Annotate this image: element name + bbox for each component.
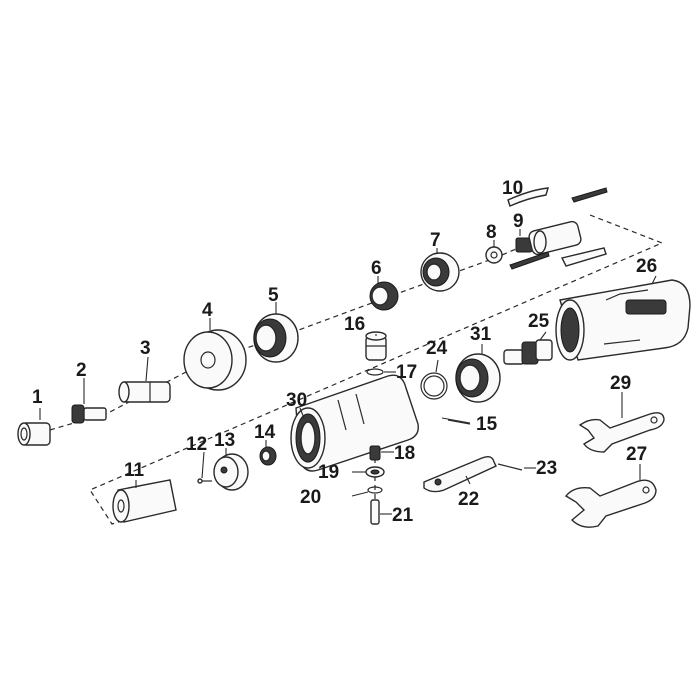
part-1-nut — [17, 422, 51, 446]
label-part-7: 7 — [430, 230, 441, 251]
part-10-vanes — [507, 187, 608, 270]
label-part-23: 23 — [536, 458, 557, 479]
label-part-25: 25 — [528, 311, 550, 332]
part-31-end-cap — [455, 353, 501, 403]
label-part-11: 11 — [124, 460, 145, 481]
label-part-26: 26 — [636, 256, 657, 277]
part-5-bearing-housing — [253, 313, 299, 363]
label-part-5: 5 — [268, 285, 279, 306]
part-4-ring — [183, 329, 247, 391]
label-part-15: 15 — [476, 414, 498, 435]
label-part-6: 6 — [371, 258, 382, 279]
part-3-spindle — [118, 381, 171, 403]
label-part-27: 27 — [626, 444, 647, 465]
label-part-20: 20 — [300, 487, 321, 508]
label-part-10: 10 — [502, 178, 523, 199]
part-23-pin — [497, 463, 523, 471]
part-19-seat — [365, 466, 385, 478]
part-14-bearing — [259, 446, 277, 466]
label-part-14: 14 — [254, 422, 276, 443]
label-part-21: 21 — [392, 505, 414, 526]
label-part-12: 12 — [186, 434, 207, 455]
part-29-wrench — [578, 412, 665, 453]
label-part-2: 2 — [76, 360, 87, 381]
part-30-housing — [290, 374, 419, 472]
part-27-wrench — [564, 479, 657, 528]
part-13-gear — [213, 453, 249, 491]
part-26-rear-housing — [555, 279, 691, 361]
part-20-o-ring — [367, 486, 383, 494]
part-25-air-inlet — [503, 339, 553, 365]
part-8-small-nut — [485, 246, 503, 264]
part-12-pin — [197, 478, 212, 484]
label-part-16: 16 — [344, 314, 365, 335]
label-part-30: 30 — [286, 390, 307, 411]
label-part-3: 3 — [140, 338, 151, 359]
leader-lines — [39, 229, 657, 515]
part-16-valve — [365, 331, 387, 361]
part-24-o-ring — [420, 372, 448, 400]
part-22-lever — [423, 455, 497, 493]
part-21-pin — [370, 499, 380, 525]
label-part-22: 22 — [458, 489, 479, 510]
label-part-8: 8 — [486, 222, 497, 243]
part-7-bearing — [420, 252, 460, 292]
label-part-4: 4 — [202, 300, 213, 321]
label-part-9: 9 — [513, 211, 524, 232]
part-15-pin — [447, 419, 471, 425]
part-18-spring — [369, 445, 381, 461]
part-6-bearing — [369, 281, 399, 311]
part-9-rotor — [515, 220, 582, 256]
part-11-clamp-sleeve — [112, 479, 177, 523]
label-part-1: 1 — [32, 387, 43, 408]
part-2-collet — [71, 404, 107, 424]
part-labels: 1 2 3 4 5 6 7 8 9 10 11 12 13 14 15 16 1… — [32, 178, 657, 526]
label-part-17: 17 — [396, 362, 417, 383]
label-part-13: 13 — [214, 430, 235, 451]
label-part-24: 24 — [426, 338, 448, 359]
label-part-31: 31 — [470, 324, 492, 345]
label-part-19: 19 — [318, 462, 339, 483]
label-part-18: 18 — [394, 443, 415, 464]
part-17-o-ring — [366, 368, 384, 376]
label-part-29: 29 — [610, 373, 631, 394]
